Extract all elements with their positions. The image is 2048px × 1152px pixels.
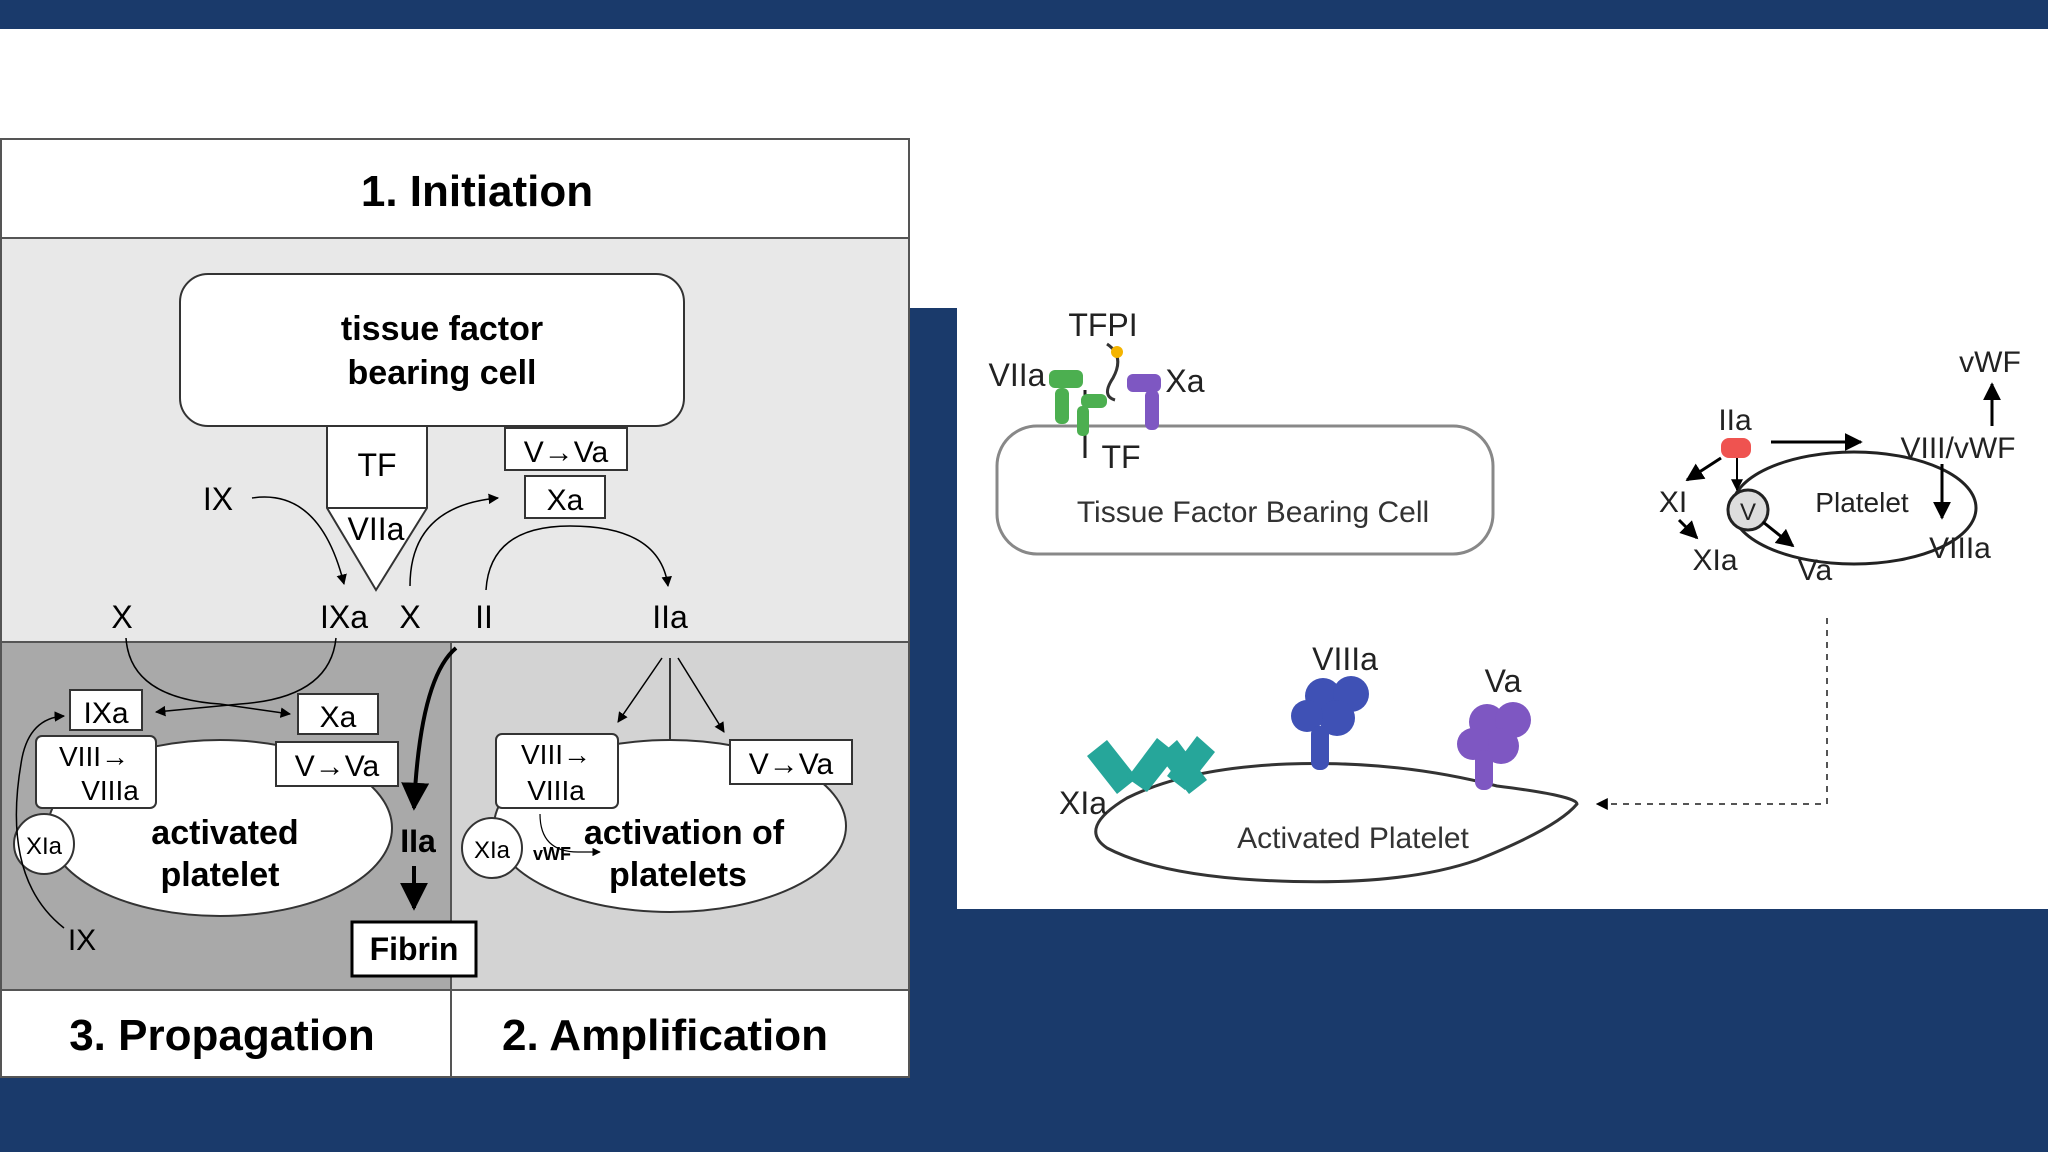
prop-v-va: V→Va: [295, 750, 380, 783]
xia-protein-icon: [1087, 736, 1215, 794]
ix-top: IX: [203, 481, 233, 517]
xi-label: XI: [1659, 486, 1687, 519]
iia-label-right: IIa: [1718, 404, 1752, 437]
prop-ix: IX: [68, 924, 96, 957]
iia-top: IIa: [652, 599, 688, 635]
prop-iia: IIa: [400, 823, 436, 859]
fibrin-label: Fibrin: [370, 931, 459, 967]
viia-protein-icon: [1049, 370, 1107, 436]
activated-label-1: activated: [151, 814, 298, 852]
viii-vwf-label: VIII/vWF: [1901, 432, 2016, 465]
fibrin-box: [350, 920, 478, 978]
platelet-label: Platelet: [1815, 487, 1909, 518]
tf-label-right: TF: [1101, 439, 1140, 475]
coagulation-cascade-diagram: 1. Initiation 3. Propagation 2. Amplific…: [0, 138, 910, 1078]
x-center: X: [399, 599, 420, 635]
bottom-xia-label: XIa: [1059, 785, 1107, 821]
tfpi-label: TFPI: [1068, 308, 1137, 343]
xia-label-right: XIa: [1692, 544, 1737, 577]
cell-based-model-diagram: Tissue Factor Bearing Cell TF TFPI VIIa …: [957, 308, 2048, 909]
amp-vwf: vWF: [533, 844, 571, 864]
bottom-va-label: Va: [1485, 663, 1522, 699]
amp-platelet-2: platelets: [609, 856, 747, 894]
xa-top: Xa: [547, 484, 584, 517]
initiation-title: 1. Initiation: [361, 167, 593, 216]
amplification-title: 2. Amplification: [502, 1011, 828, 1060]
top-bar: [0, 0, 2048, 29]
amp-v-va: V→Va: [749, 748, 834, 781]
xa-protein-icon: [1127, 374, 1161, 430]
tf-cell-label-1: tissue factor: [341, 310, 543, 348]
tf-cell-label: Tissue Factor Bearing Cell: [1077, 496, 1429, 529]
viia-label: VIIa: [348, 511, 405, 547]
viiia-protein-icon: [1291, 676, 1369, 770]
activated-platelet-label: Activated Platelet: [1237, 822, 1469, 855]
xa-label-right: Xa: [1165, 363, 1204, 399]
viia-label-right: VIIa: [989, 357, 1046, 393]
v-va-top: V→Va: [524, 436, 609, 469]
ii-label: II: [475, 599, 493, 635]
activated-label-2: platelet: [160, 856, 279, 894]
prop-xa: Xa: [320, 701, 357, 734]
va-protein-icon: [1457, 702, 1531, 790]
viiia-label-right: VIIIa: [1929, 532, 1991, 565]
tissue-factor-cell: [179, 273, 685, 427]
amp-xia: XIa: [474, 837, 511, 864]
prop-xia: XIa: [26, 833, 63, 860]
prop-viii-1: VIII→: [59, 741, 129, 772]
amp-platelet-1: activation of: [584, 814, 785, 852]
prop-ixa: IXa: [83, 697, 128, 730]
tf-bearing-cell: [995, 424, 1495, 556]
vwf-label: vWF: [1959, 346, 2021, 379]
amp-viii-2: VIIIa: [527, 775, 585, 806]
prop-viii-2: VIIIa: [81, 775, 139, 806]
va-label-right: Va: [1798, 554, 1833, 587]
ixa-center: IXa: [320, 599, 368, 635]
tf-label: TF: [357, 447, 396, 483]
amp-viii-1: VIII→: [521, 739, 591, 770]
propagation-title: 3. Propagation: [69, 1011, 375, 1060]
bottom-viiia-label: VIIIa: [1312, 641, 1378, 677]
x-left: X: [111, 599, 132, 635]
iia-protein-icon: [1721, 438, 1751, 458]
v-label: V: [1740, 499, 1756, 526]
tf-cell-label-2: bearing cell: [348, 354, 537, 392]
